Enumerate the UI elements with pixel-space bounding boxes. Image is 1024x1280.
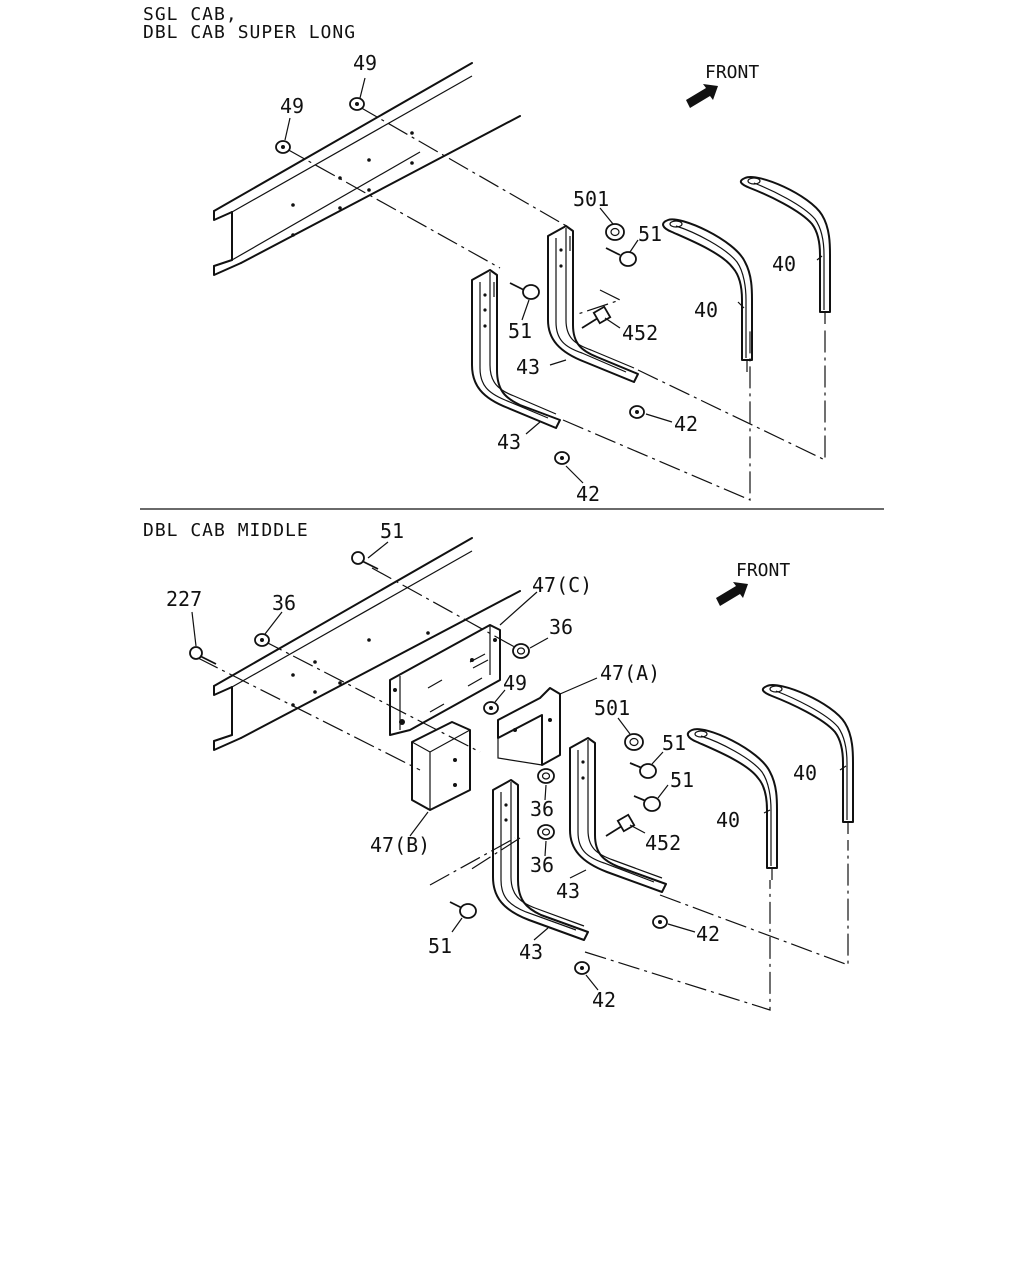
strap-40-right: [739, 176, 831, 324]
callout-452: 452: [622, 321, 658, 345]
bracket-43-left: [492, 779, 589, 941]
frame-rail: [213, 537, 521, 751]
front-arrow-icon: [716, 582, 748, 606]
nut-49-icon: [483, 701, 499, 715]
callout-49: 49: [503, 671, 527, 695]
callout-51b: 51: [670, 768, 694, 792]
nut-42b-icon: [574, 961, 590, 975]
callout-42b: 42: [576, 482, 600, 506]
callout-40a: 40: [716, 808, 740, 832]
frame-rail: [213, 62, 521, 276]
bolt-51-top-icon: [351, 551, 379, 570]
callout-501: 501: [573, 187, 609, 211]
bolt-227-icon: [189, 646, 217, 665]
nut-42b-icon: [554, 451, 570, 465]
callout-51a: 51: [662, 731, 686, 755]
bracket-43-right: [547, 225, 639, 383]
bracket-47b: [411, 721, 471, 811]
nut-49b-icon: [349, 97, 365, 111]
bracket-43-left: [471, 269, 561, 429]
callout-36c: 36: [530, 797, 554, 821]
strap-40-left: [686, 728, 778, 880]
studs-icon: [427, 653, 489, 713]
callout-40a: 40: [694, 298, 718, 322]
front-label: FRONT: [705, 62, 759, 83]
nut-36a-icon: [254, 633, 270, 647]
callout-42b: 42: [592, 988, 616, 1012]
callout-51a: 51: [638, 222, 662, 246]
callout-40b: 40: [793, 761, 817, 785]
callout-36b: 36: [549, 615, 573, 639]
callout-43a: 43: [556, 879, 580, 903]
callout-501: 501: [594, 696, 630, 720]
callout-40b: 40: [772, 252, 796, 276]
callout-49b: 49: [353, 51, 377, 75]
nut-501-icon: [605, 223, 625, 241]
callout-51b: 51: [508, 319, 532, 343]
callout-43a: 43: [516, 355, 540, 379]
strap-40-left: [662, 218, 753, 372]
callout-51c: 51: [428, 934, 452, 958]
callout-49a: 49: [280, 94, 304, 118]
callout-43b: 43: [519, 940, 543, 964]
section-heading-line-1: SGL CAB,: [143, 4, 238, 25]
nut-36d-icon: [537, 824, 555, 840]
section-heading-line-2: DBL CAB SUPER LONG: [143, 22, 356, 43]
section-sgl-cab: SGL CAB, DBL CAB SUPER LONG FRONT: [143, 4, 831, 506]
callout-227: 227: [166, 587, 202, 611]
bolt-51b-icon: [633, 795, 661, 812]
callout-42a: 42: [696, 922, 720, 946]
callout-47a: 47(A): [600, 661, 660, 685]
bolt-51a-icon: [605, 247, 637, 267]
nut-501-icon: [624, 733, 644, 751]
callout-43b: 43: [497, 430, 521, 454]
front-label: FRONT: [736, 560, 790, 581]
front-arrow-icon: [686, 84, 718, 108]
nut-49a-icon: [275, 140, 291, 154]
strap-40-right: [761, 684, 854, 834]
section-heading: DBL CAB MIDDLE: [143, 520, 309, 541]
nut-42a-icon: [629, 405, 645, 419]
bolt-452-icon: [581, 305, 612, 329]
callout-51-top: 51: [380, 519, 404, 543]
bolt-51a-icon: [629, 762, 657, 779]
bolt-452-icon: [605, 813, 636, 837]
nut-36b-icon: [512, 643, 530, 659]
section-dbl-cab-middle: DBL CAB MIDDLE FRONT: [143, 519, 854, 1012]
nut-42a-icon: [652, 915, 668, 929]
callout-47c: 47(C): [532, 573, 592, 597]
nut-36c-icon: [537, 768, 555, 784]
plate-47c: [389, 624, 501, 736]
callout-47b: 47(B): [370, 833, 430, 857]
callout-36a: 36: [272, 591, 296, 615]
bolt-51b-icon: [509, 282, 540, 300]
callout-36d: 36: [530, 853, 554, 877]
bracket-43-right: [569, 737, 667, 893]
callout-452: 452: [645, 831, 681, 855]
bracket-47a: [497, 687, 561, 766]
callout-42a: 42: [674, 412, 698, 436]
bolt-51c-icon: [449, 901, 477, 919]
